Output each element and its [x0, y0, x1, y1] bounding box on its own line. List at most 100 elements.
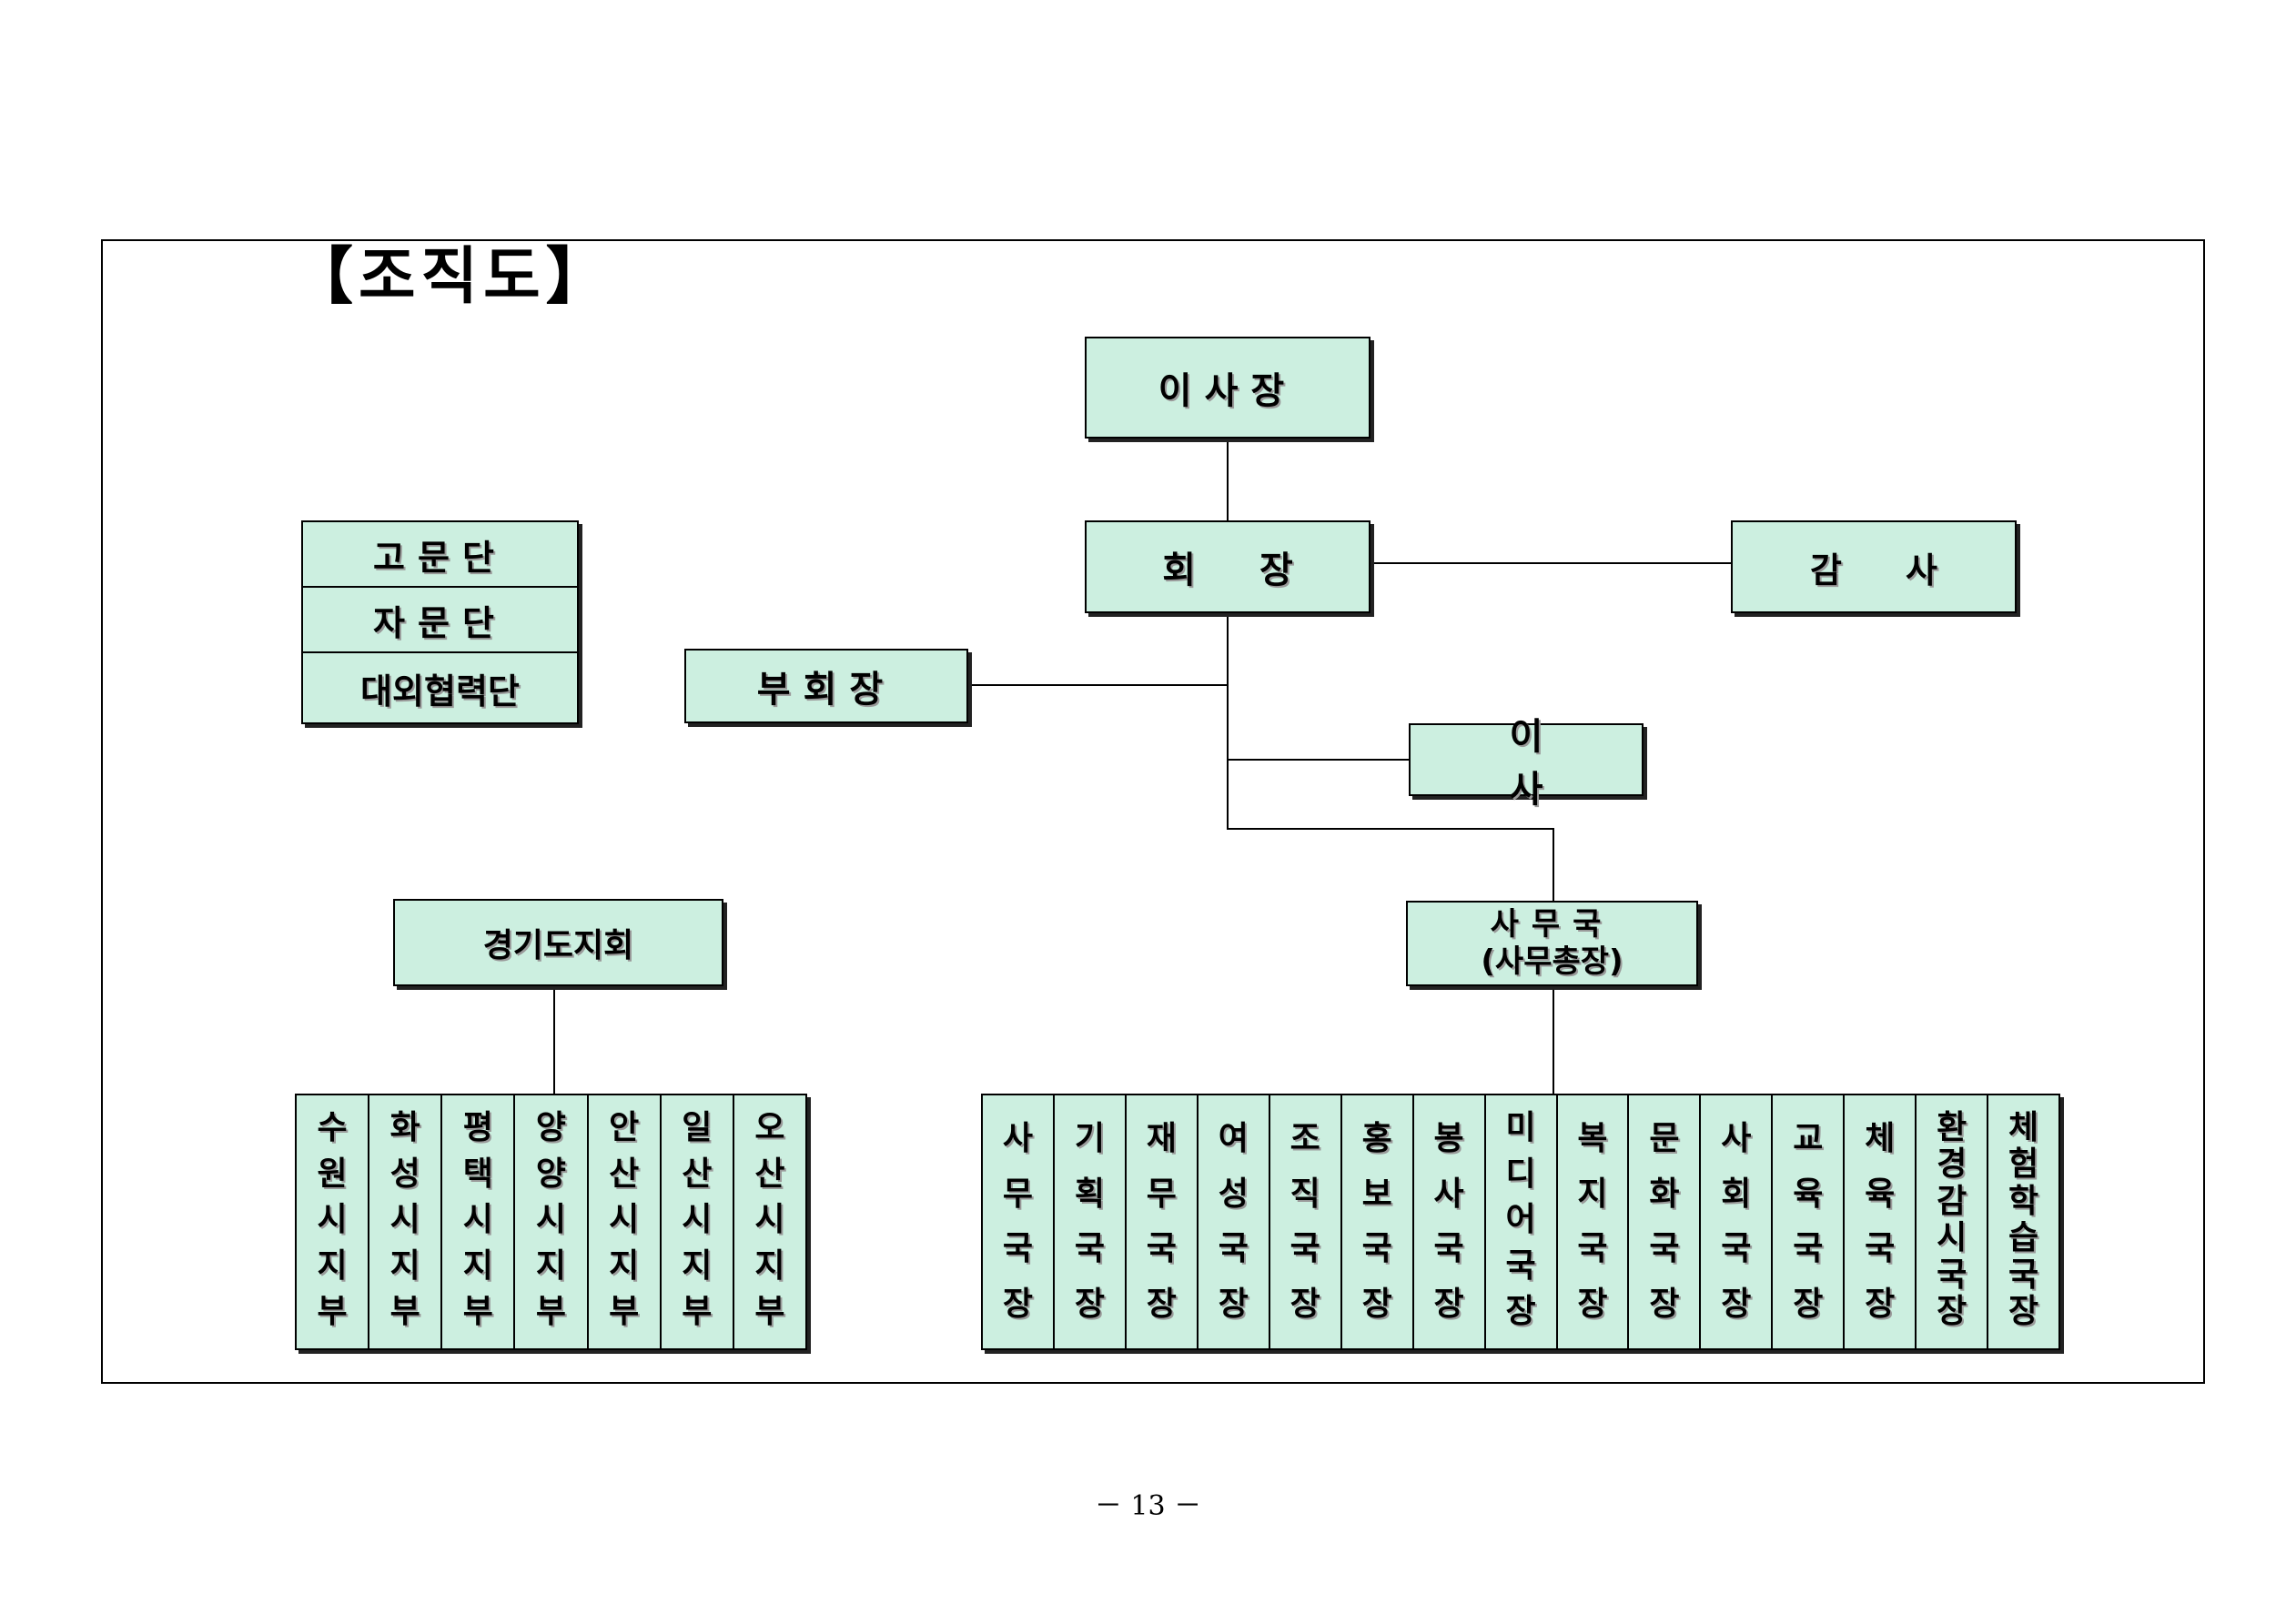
bureau-item-char: 장	[1577, 1285, 1608, 1323]
gyeonggi-branch-box: 경기도지회	[393, 899, 723, 986]
bureau-item-char: 여	[1218, 1120, 1249, 1158]
branch-item-char: 평	[462, 1109, 493, 1146]
branch-item-char: 화	[389, 1109, 420, 1146]
branch-item-char: 시	[389, 1201, 420, 1238]
chairman-of-board-box: 이사장	[1085, 337, 1371, 439]
branch-item-char: 부	[462, 1293, 493, 1330]
bureau-item-char: 시	[1937, 1219, 1967, 1257]
connector-line	[1553, 986, 1554, 1094]
branch-item-char: 양	[535, 1155, 567, 1193]
bureau-item-char: 사	[1002, 1120, 1034, 1158]
bureau-item-char: 장	[1290, 1285, 1320, 1323]
branch-item-char: 부	[317, 1293, 348, 1330]
branch-item-char: 지	[317, 1246, 348, 1285]
bureau-item-char: 무	[1002, 1175, 1034, 1213]
branch-item-char: 시	[754, 1201, 785, 1238]
bureau-item-char: 조	[1290, 1120, 1320, 1158]
bureau-item-char: 봉	[1433, 1120, 1464, 1158]
secretary-general-label: (사무총장)	[1481, 943, 1623, 980]
bureau-item-char: 국	[1577, 1230, 1608, 1268]
auditor-box: 감사	[1731, 520, 2017, 613]
bureau-item-char: 회	[1721, 1175, 1752, 1213]
bureau-item-char: 국	[1290, 1230, 1320, 1268]
bureau-item-char: 환	[1937, 1109, 1967, 1146]
bureau-item-char: 보	[1361, 1175, 1392, 1213]
branch-item-char: 산	[682, 1155, 713, 1193]
bureau-item-char: 국	[2008, 1256, 2039, 1294]
branch-item-char: 부	[754, 1293, 785, 1330]
secretariat-label: 사무국	[1490, 906, 1614, 943]
branch-item-char: 지	[682, 1246, 713, 1285]
advisory-item: 자문단	[303, 588, 577, 653]
bureau-item-char: 육	[1793, 1175, 1824, 1213]
advisory-item: 대외협력단	[360, 671, 520, 711]
bureau-item-char: 국	[1433, 1230, 1464, 1268]
connector-line	[968, 684, 1229, 686]
bureau-item-char: 습	[2008, 1219, 2039, 1257]
bureau-item-char: 국	[1002, 1230, 1034, 1268]
bureau-item-char: 장	[1218, 1285, 1249, 1323]
bureau-item-char: 장	[1505, 1293, 1536, 1330]
bureau-item-char: 감	[1937, 1182, 1967, 1220]
bureau-item-char: 어	[1505, 1201, 1536, 1238]
director-box: 이사	[1409, 716, 1644, 811]
bureau-item-char: 장	[1937, 1292, 1967, 1330]
bureau-item-char: 육	[1865, 1175, 1896, 1213]
branch-item-char: 부	[682, 1293, 713, 1330]
branch-item-char: 시	[535, 1201, 567, 1238]
bureau-item-char: 디	[1505, 1155, 1536, 1193]
branch-item-char: 원	[317, 1155, 348, 1193]
branch-item-char: 부	[535, 1293, 567, 1330]
bureau-item-char: 장	[1793, 1285, 1824, 1323]
branch-item-char: 수	[317, 1109, 348, 1146]
bureau-item-char: 사	[1721, 1120, 1752, 1158]
branch-item-char: 오	[754, 1109, 785, 1146]
bureau-item-char: 국	[1074, 1230, 1105, 1268]
bureau-item-char: 재	[1146, 1120, 1177, 1158]
bureau-item-char: 성	[1218, 1175, 1249, 1213]
bureau-item-char: 국	[1721, 1230, 1752, 1268]
branch-item-char: 양	[535, 1109, 567, 1146]
diagram-frame	[101, 239, 2205, 1384]
bureau-item-char: 국	[1793, 1230, 1824, 1268]
bureau-item-char: 장	[1146, 1285, 1177, 1323]
connector-line	[1227, 759, 1411, 761]
branch-item-char: 지	[462, 1246, 493, 1285]
page-number: － 13 －	[1094, 1490, 1202, 1522]
branch-item-char: 부	[389, 1293, 420, 1330]
advisory-item: 고문단	[303, 522, 577, 588]
bureau-item-char: 국	[1505, 1246, 1536, 1285]
bureau-item-char: 체	[2008, 1109, 2039, 1146]
bureau-item-char: 무	[1146, 1175, 1177, 1213]
bureau-item-char: 사	[1433, 1175, 1464, 1213]
bureau-item-char: 장	[2008, 1292, 2039, 1330]
connector-line	[1227, 828, 1554, 830]
branch-item-char: 시	[682, 1201, 713, 1238]
branch-item-char: 시	[462, 1201, 493, 1238]
secretariat-box: 사무국 (사무총장)	[1406, 901, 1698, 986]
branch-item-char: 지	[389, 1246, 420, 1285]
bureau-item-char: 직	[1290, 1175, 1320, 1213]
bureau-item-char: 장	[1361, 1285, 1392, 1323]
bureau-item-char: 장	[1074, 1285, 1105, 1323]
bureau-item-char: 학	[2008, 1182, 2039, 1220]
branch-item-char: 일	[682, 1109, 713, 1146]
